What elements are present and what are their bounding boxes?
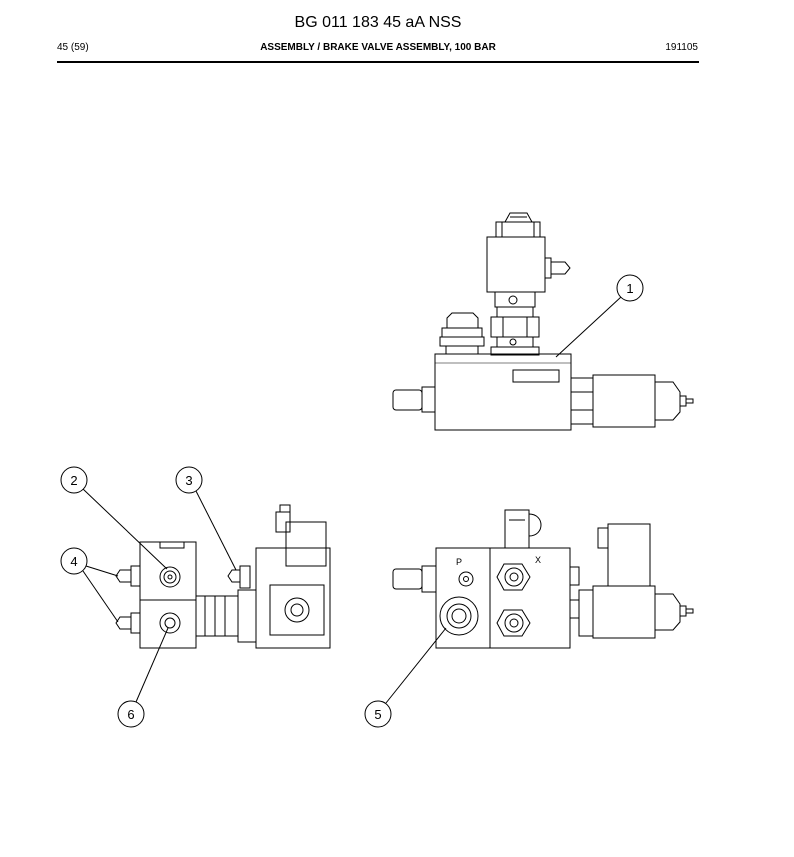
page-number: 45 (59)	[57, 42, 89, 53]
callout-label-6: 6	[127, 707, 134, 722]
callout-3: 3	[175, 466, 237, 571]
callout-label-1: 1	[626, 281, 633, 296]
callout-5: 5	[364, 627, 447, 728]
callout-4: 4	[60, 547, 119, 623]
top-view-valve	[392, 212, 694, 431]
document-date: 191105	[665, 42, 698, 53]
callout-label-2: 2	[70, 473, 77, 488]
side-view-valve	[115, 504, 331, 649]
document-title: BG 011 183 45 aA NSS	[294, 14, 462, 31]
port-mark-p: P	[456, 557, 462, 567]
callout-label-3: 3	[185, 473, 192, 488]
callout-6: 6	[117, 627, 169, 728]
section-title: ASSEMBLY / BRAKE VALVE ASSEMBLY, 100 BAR	[260, 42, 496, 53]
callout-label-4: 4	[70, 554, 77, 569]
port-mark-x: X	[535, 555, 541, 565]
front-view-valve: P X	[392, 509, 694, 649]
header-divider	[57, 61, 699, 63]
callout-1: 1	[555, 274, 644, 358]
callout-2: 2	[60, 466, 168, 570]
callout-label-5: 5	[374, 707, 381, 722]
